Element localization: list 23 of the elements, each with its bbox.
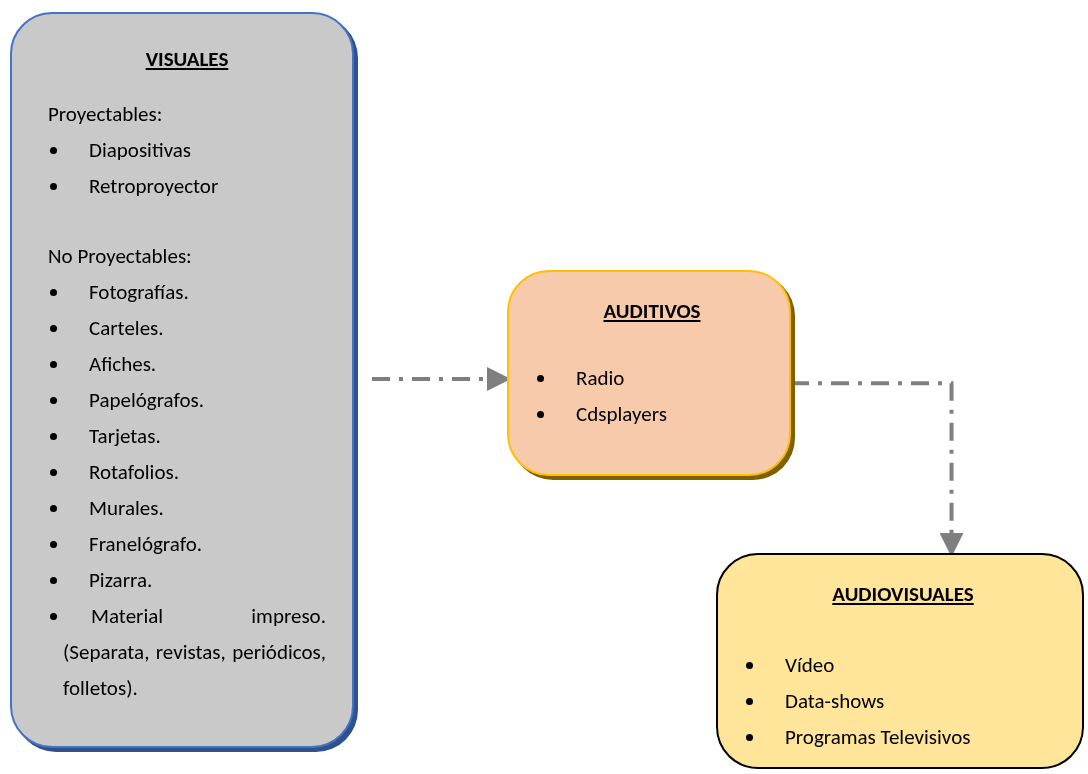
list-item: Papelógrafos.: [89, 386, 205, 415]
list-item: Rotafolios.: [89, 458, 180, 487]
card-heading: AUDIOVISUALES: [831, 580, 975, 609]
card-heading: VISUALES: [144, 45, 230, 74]
list-item: Material impreso. (Separata, revistas, periódicos, folletos).: [63, 602, 326, 703]
list-item: Franelógrafo.: [89, 530, 203, 559]
list-item: Vídeo: [785, 651, 835, 680]
list-item: Cdsplayers: [576, 400, 667, 429]
group-label: No Proyectables:: [48, 242, 193, 271]
list-item: Data-shows: [785, 687, 885, 716]
list-item: Radio: [576, 364, 625, 393]
list-item: Afiches.: [89, 350, 157, 379]
card-heading: AUDITIVOS: [602, 297, 702, 326]
list-item: Programas Televisivos: [785, 723, 971, 752]
list-item: Pizarra.: [89, 566, 153, 595]
list-item: Tarjetas.: [89, 422, 161, 451]
list-item: Diapositivas: [89, 136, 192, 165]
list-item: Retroproyector: [89, 172, 219, 201]
group-label: Proyectables:: [48, 100, 164, 129]
list-item: Murales.: [89, 494, 164, 523]
category-card: [716, 553, 1084, 769]
list-item: Fotografías.: [89, 278, 189, 307]
list-item: Carteles.: [89, 314, 164, 343]
